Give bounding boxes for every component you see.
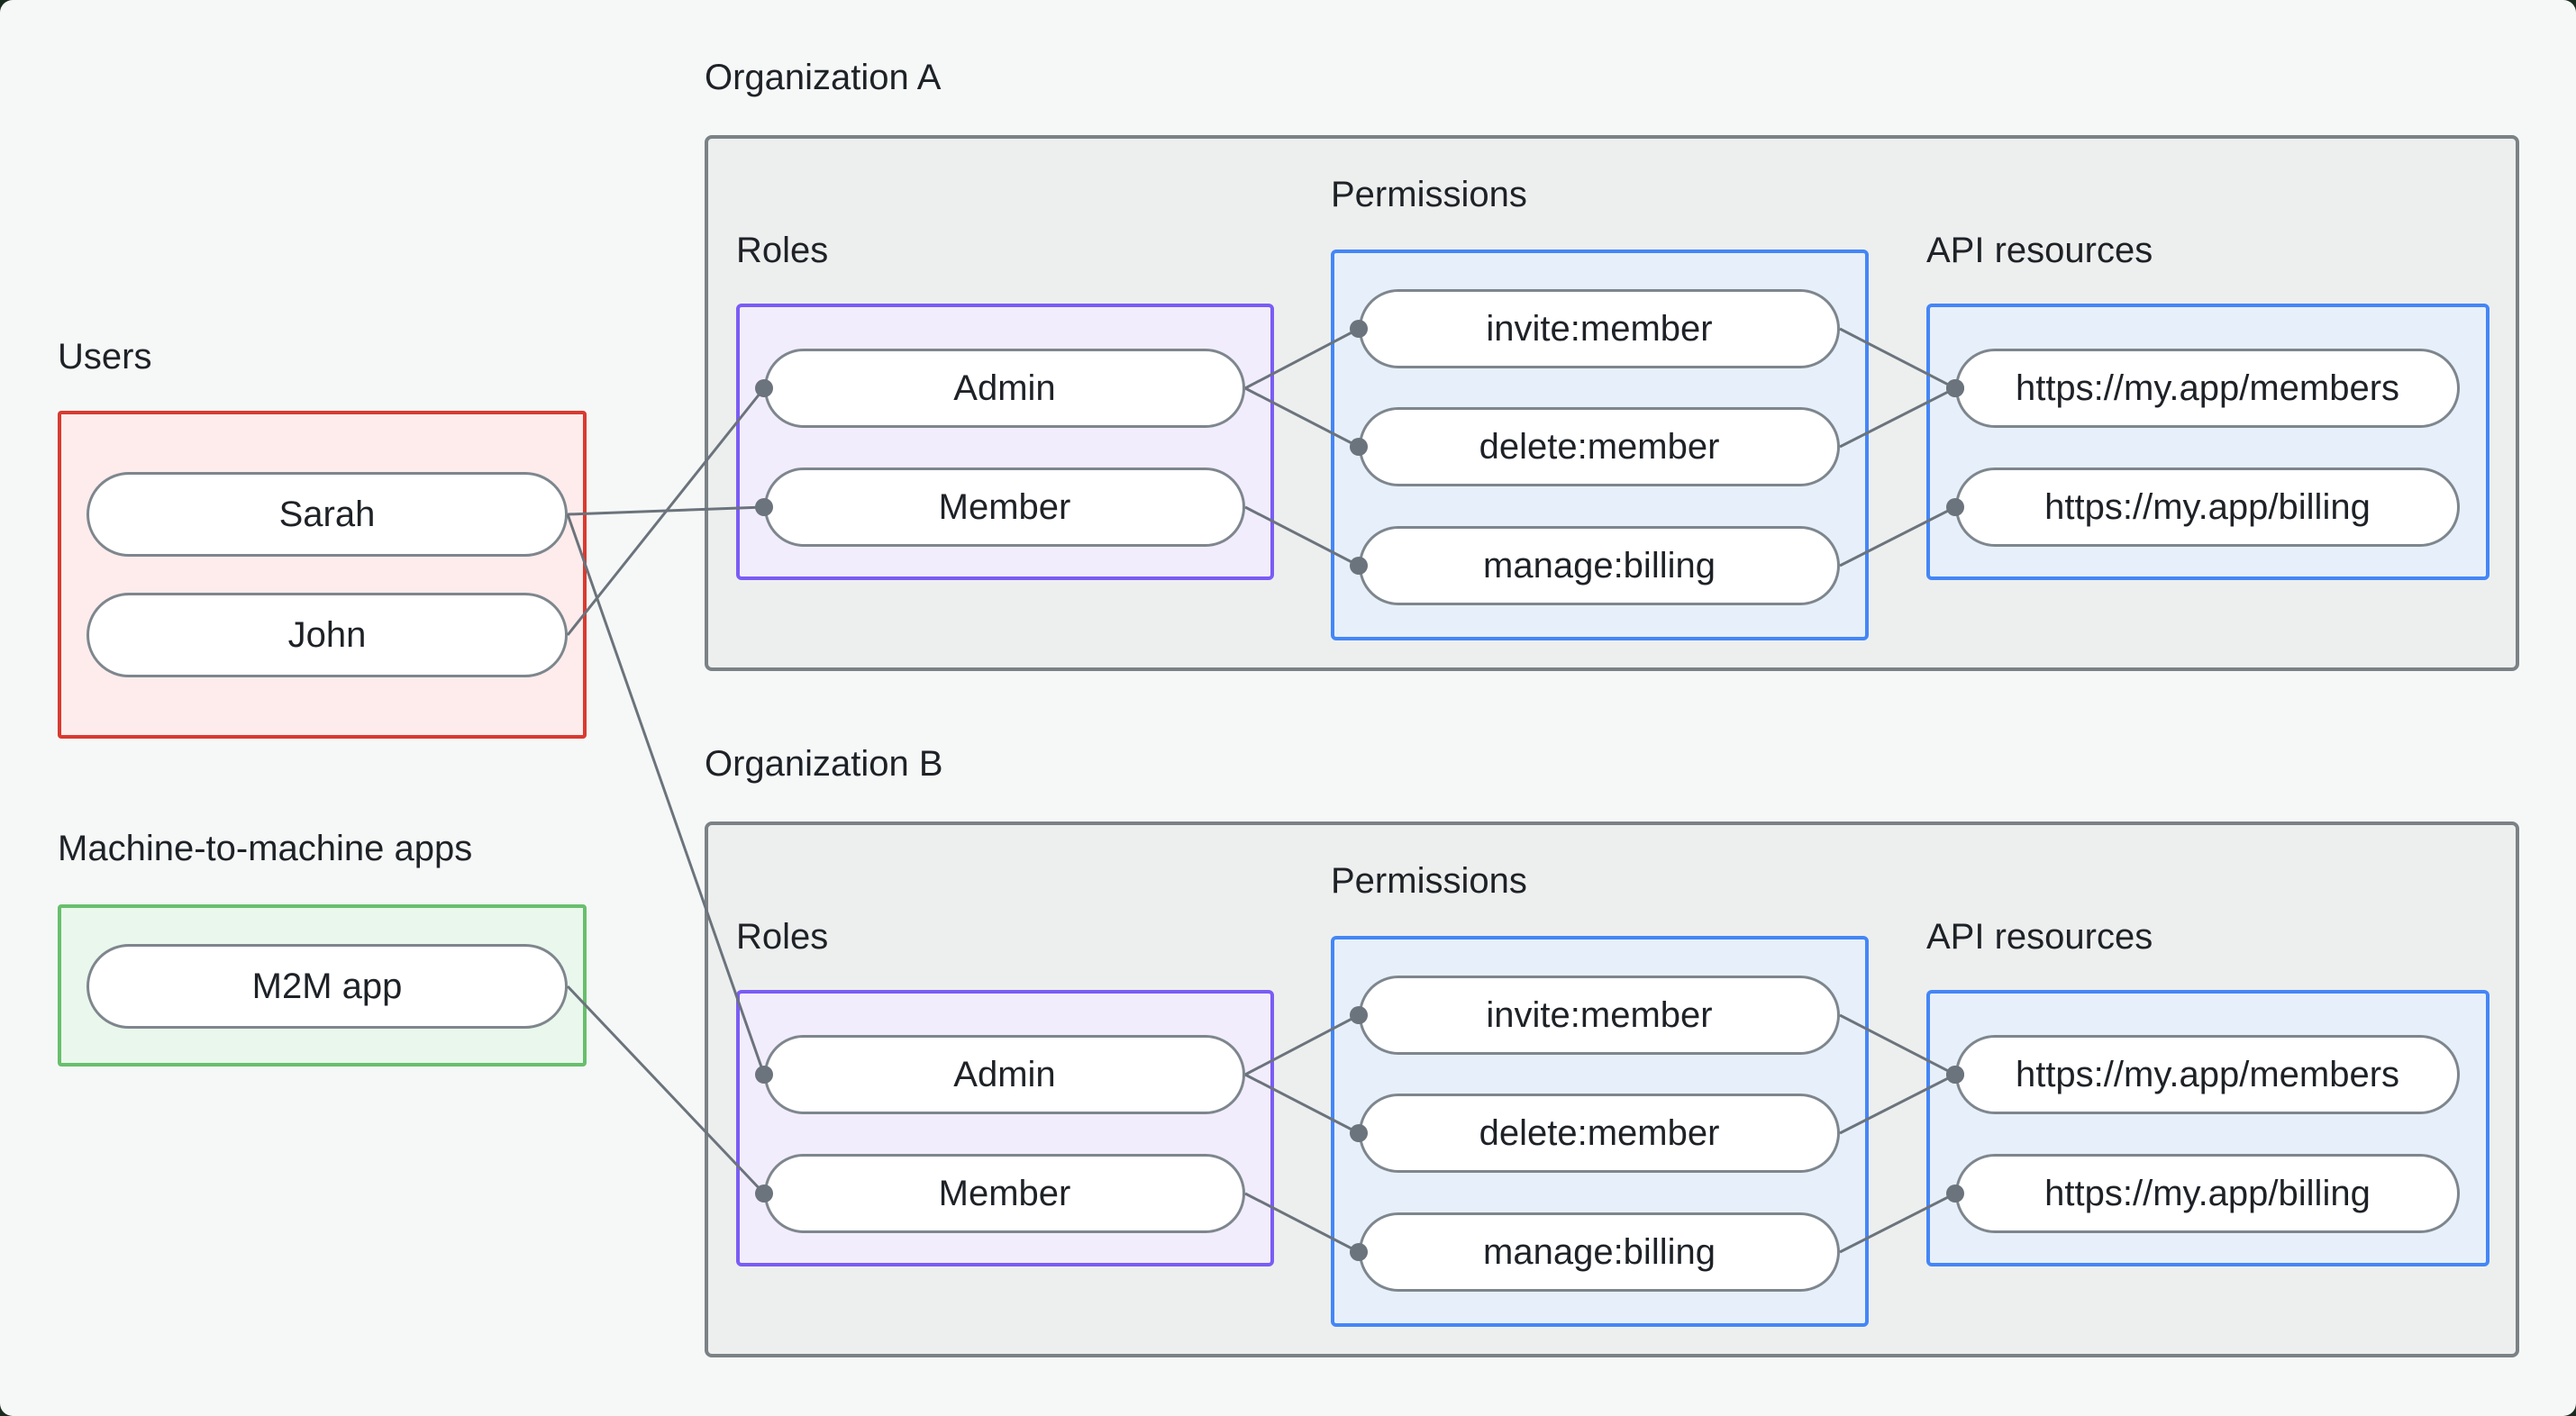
organization-b-label: Organization B xyxy=(705,744,943,784)
org-b-roles-label: Roles xyxy=(736,917,829,957)
node-org-b-members-api-pill: https://my.app/members xyxy=(1955,1035,2460,1114)
org-a-api-resources-label: API resources xyxy=(1926,231,2153,270)
users-group-box xyxy=(58,411,587,739)
node-sarah-pill: Sarah xyxy=(86,472,568,557)
node-m2m-app-pill: M2M app xyxy=(86,944,568,1029)
org-a-permissions-label: Permissions xyxy=(1331,175,1527,214)
node-john-pill: John xyxy=(86,593,568,677)
node-org-b-billing-api-pill: https://my.app/billing xyxy=(1955,1154,2460,1233)
node-org-b-admin-pill: Admin xyxy=(764,1035,1245,1114)
node-org-a-invite-member-pill: invite:member xyxy=(1359,289,1840,368)
node-org-a-manage-billing-pill: manage:billing xyxy=(1359,526,1840,605)
org-a-roles-label: Roles xyxy=(736,231,829,270)
node-org-b-delete-member-pill: delete:member xyxy=(1359,1094,1840,1173)
node-org-b-manage-billing-pill: manage:billing xyxy=(1359,1212,1840,1292)
org-b-api-resources-label: API resources xyxy=(1926,917,2153,957)
users-group-label: Users xyxy=(58,337,152,377)
node-org-a-member-pill: Member xyxy=(764,467,1245,547)
node-org-a-billing-api-pill: https://my.app/billing xyxy=(1955,467,2460,547)
m2m-apps-group-label: Machine-to-machine apps xyxy=(58,829,473,868)
node-org-a-members-api-pill: https://my.app/members xyxy=(1955,349,2460,428)
node-org-a-admin-pill: Admin xyxy=(764,349,1245,428)
node-org-b-member-pill: Member xyxy=(764,1154,1245,1233)
node-org-b-invite-member-pill: invite:member xyxy=(1359,976,1840,1055)
node-org-a-delete-member-pill: delete:member xyxy=(1359,407,1840,486)
org-b-permissions-label: Permissions xyxy=(1331,861,1527,901)
organization-a-label: Organization A xyxy=(705,58,942,97)
